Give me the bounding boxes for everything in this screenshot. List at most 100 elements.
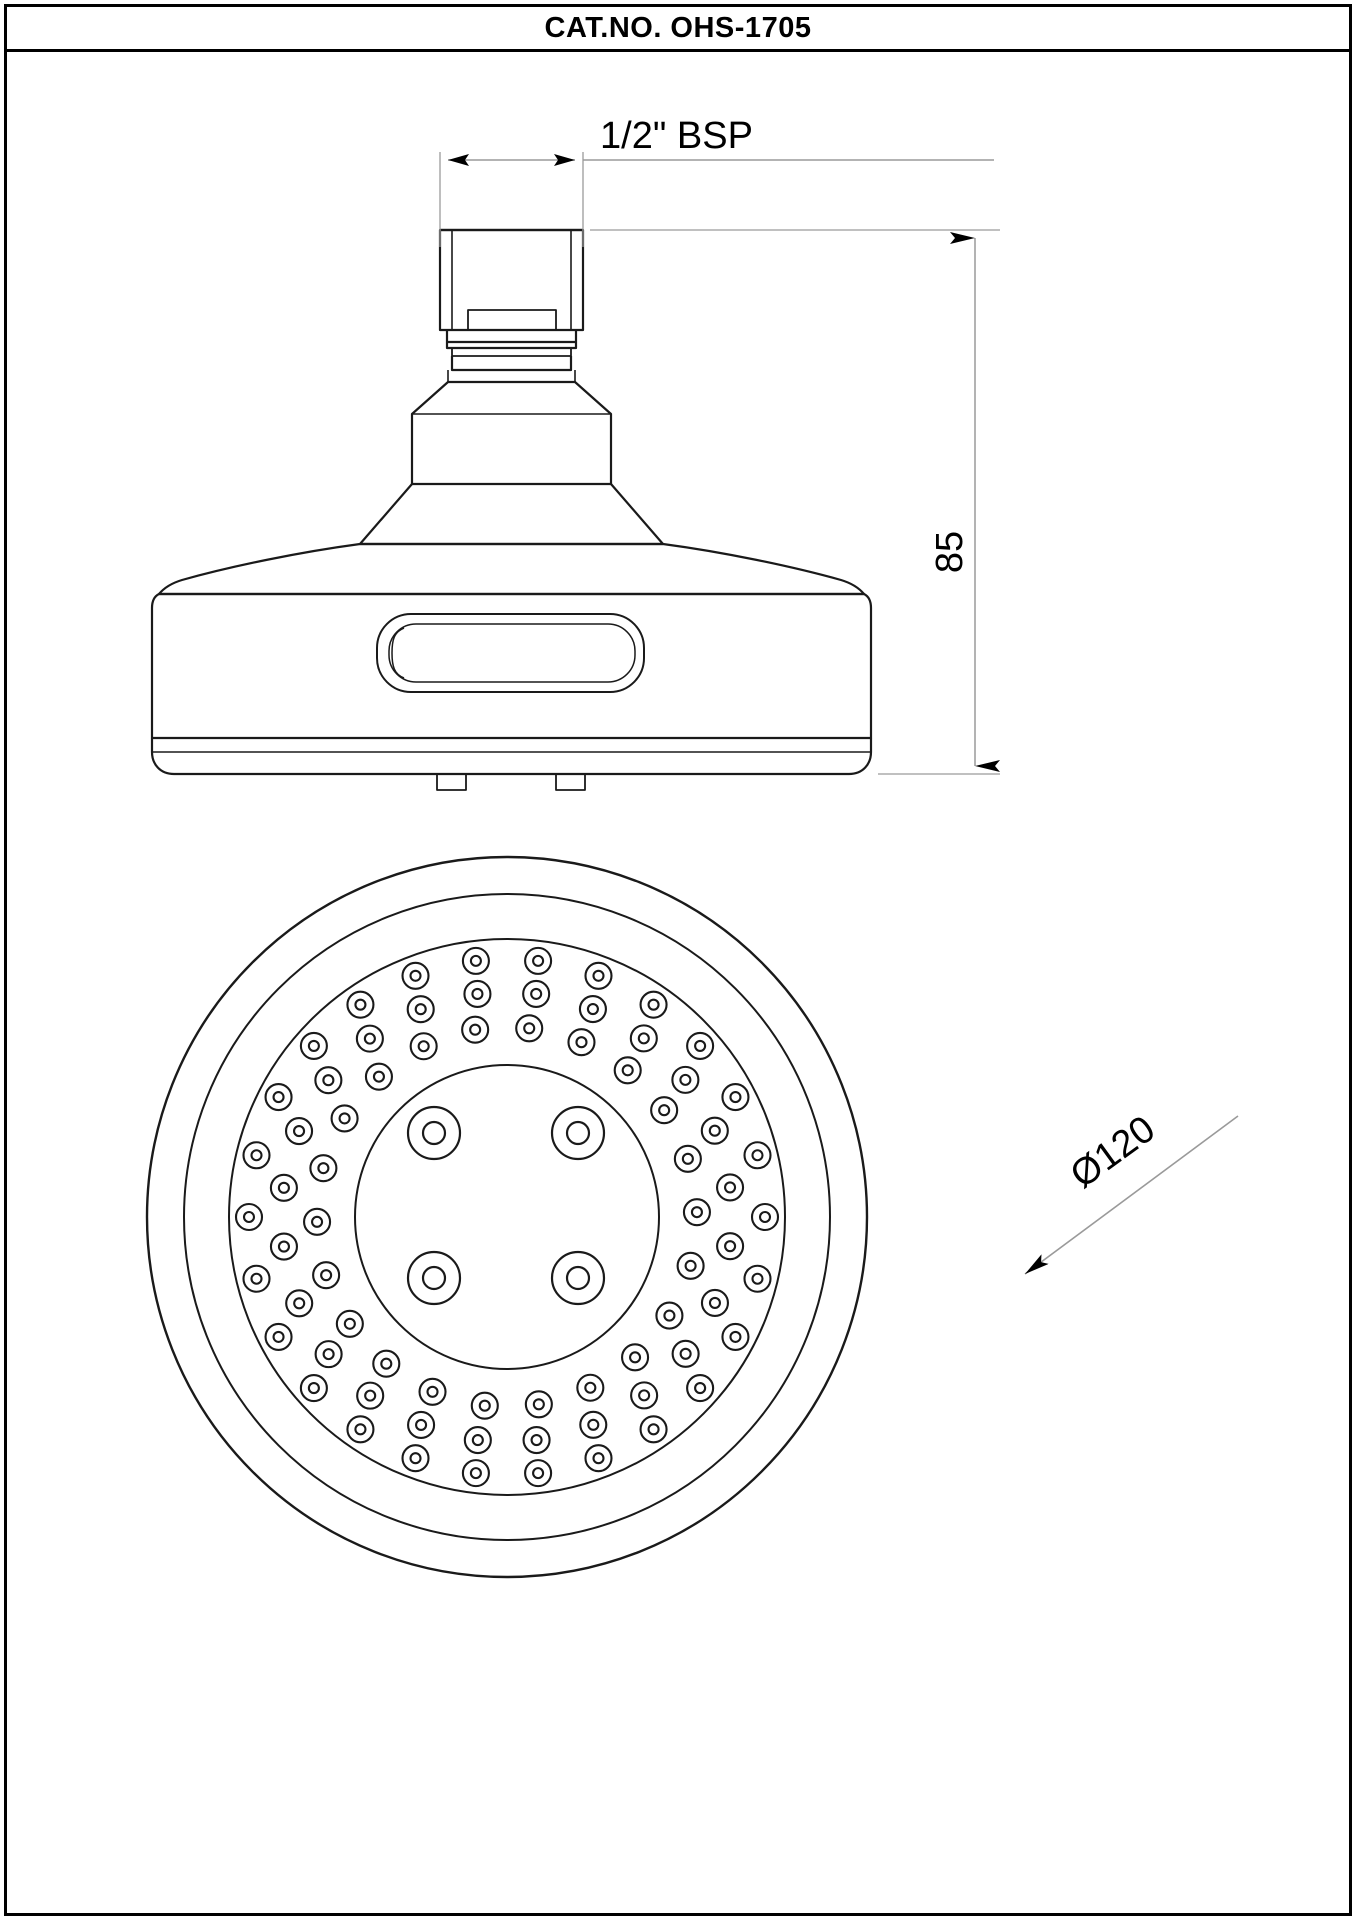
spray-nozzle	[515, 1014, 544, 1043]
spray-nozzle	[671, 1065, 700, 1094]
spray-nozzle	[299, 1031, 328, 1060]
spray-nozzle	[401, 961, 430, 990]
spray-nozzle	[613, 1056, 642, 1085]
spray-nozzle	[524, 946, 553, 975]
spray-nozzle	[356, 1381, 385, 1410]
spray-nozzle	[335, 1309, 364, 1338]
inlet-connector-nut	[438, 228, 585, 332]
spray-nozzle	[463, 979, 492, 1009]
head-body	[150, 592, 873, 740]
spray-nozzle	[750, 1202, 780, 1232]
spray-nozzle	[407, 1410, 436, 1439]
spray-nozzle	[269, 1173, 298, 1202]
spray-nozzle	[303, 1207, 332, 1236]
face-outer-circle	[145, 855, 869, 1579]
spray-nozzle	[524, 1390, 553, 1419]
spray-nozzle	[578, 994, 607, 1024]
spray-nozzle	[463, 1426, 492, 1455]
spray-nozzle	[630, 1381, 659, 1410]
spray-nozzle	[309, 1154, 338, 1183]
spray-nozzle	[567, 1028, 596, 1057]
spray-nozzle	[671, 1339, 700, 1368]
spray-nozzle	[715, 1173, 745, 1202]
spray-nozzle	[584, 961, 613, 990]
spray-nozzle	[409, 1032, 438, 1061]
spray-nozzle	[700, 1288, 730, 1317]
spray-nozzle	[522, 979, 551, 1008]
spray-nozzle	[470, 1391, 499, 1420]
conical-skirt	[358, 483, 665, 546]
title-block: CAT.NO. OHS-1705	[7, 7, 1349, 52]
dim-leader-diameter	[1024, 1115, 1239, 1275]
spray-nozzle	[686, 1031, 715, 1060]
spray-nozzle	[584, 1444, 613, 1473]
spray-nozzle	[639, 990, 668, 1019]
spray-nozzle	[346, 1415, 375, 1444]
spray-nozzle	[418, 1377, 447, 1406]
spray-nozzle	[242, 1141, 271, 1170]
bottom-nozzle-stubs	[436, 774, 586, 791]
spray-nozzle	[355, 1024, 384, 1053]
face-rim-circle	[183, 893, 831, 1541]
spray-nozzle	[721, 1322, 750, 1351]
spray-nozzle	[330, 1104, 359, 1133]
spray-nozzle	[716, 1232, 745, 1261]
spray-nozzle	[242, 1264, 271, 1293]
catalog-number-label: CAT.NO. OHS-1705	[544, 11, 812, 44]
center-jet-group	[406, 1105, 606, 1306]
dimension-label-inlet-thread: 1/2" BSP	[600, 115, 753, 157]
spray-nozzle	[406, 995, 435, 1024]
spray-nozzle	[743, 1264, 772, 1293]
spray-nozzle	[676, 1251, 705, 1280]
spray-nozzle	[299, 1374, 328, 1403]
head-dome	[157, 542, 866, 596]
spray-nozzle	[264, 1322, 293, 1351]
spray-nozzle	[524, 1459, 553, 1488]
spray-nozzle	[314, 1066, 343, 1095]
spray-nozzle	[269, 1232, 299, 1261]
spray-nozzle	[364, 1062, 393, 1091]
technical-drawing: 1/2" BSP 85	[145, 115, 1239, 1579]
center-jet	[406, 1250, 462, 1306]
spray-nozzle	[700, 1116, 729, 1145]
dimension-overall-height: 85	[590, 229, 1000, 775]
nozzle-field-outer-circle	[228, 938, 786, 1496]
outer-nozzle-field	[234, 946, 780, 1488]
spray-nozzle	[579, 1410, 608, 1439]
tapered-boss	[410, 380, 613, 486]
spray-nozzle	[743, 1141, 772, 1170]
spray-nozzle	[686, 1374, 715, 1403]
spray-nozzle	[264, 1083, 293, 1112]
spray-nozzle	[461, 946, 490, 975]
spray-nozzle	[372, 1349, 401, 1378]
spray-nozzle	[461, 1459, 490, 1488]
dimension-label-overall-height: 85	[929, 531, 971, 573]
spray-nozzle	[639, 1415, 668, 1444]
swivel-collar	[445, 309, 578, 357]
spray-nozzle	[650, 1096, 679, 1125]
center-plate-circle	[354, 1064, 660, 1370]
bottom-plan-view	[145, 855, 869, 1579]
dimension-face-diameter: Ø120	[1024, 1108, 1239, 1275]
spray-nozzle	[673, 1144, 702, 1173]
center-jet	[550, 1105, 606, 1161]
spray-nozzle	[312, 1261, 341, 1290]
spray-nozzle	[721, 1083, 750, 1112]
spray-nozzle	[234, 1202, 264, 1232]
spray-nozzle	[346, 990, 375, 1019]
spray-nozzle	[655, 1301, 684, 1330]
center-jet	[406, 1105, 462, 1161]
spray-nozzle	[621, 1343, 650, 1372]
spray-nozzle	[284, 1117, 314, 1146]
spray-nozzle	[461, 1015, 490, 1044]
side-elevation-view	[150, 228, 873, 791]
spray-nozzle	[576, 1373, 605, 1402]
spray-nozzle	[401, 1444, 430, 1473]
spray-nozzle	[522, 1426, 551, 1455]
head-lower-rim	[150, 738, 873, 776]
sheet-border	[4, 4, 1352, 1916]
upper-stem	[447, 356, 576, 383]
spray-nozzle	[629, 1024, 658, 1053]
spray-nozzle	[682, 1198, 711, 1227]
